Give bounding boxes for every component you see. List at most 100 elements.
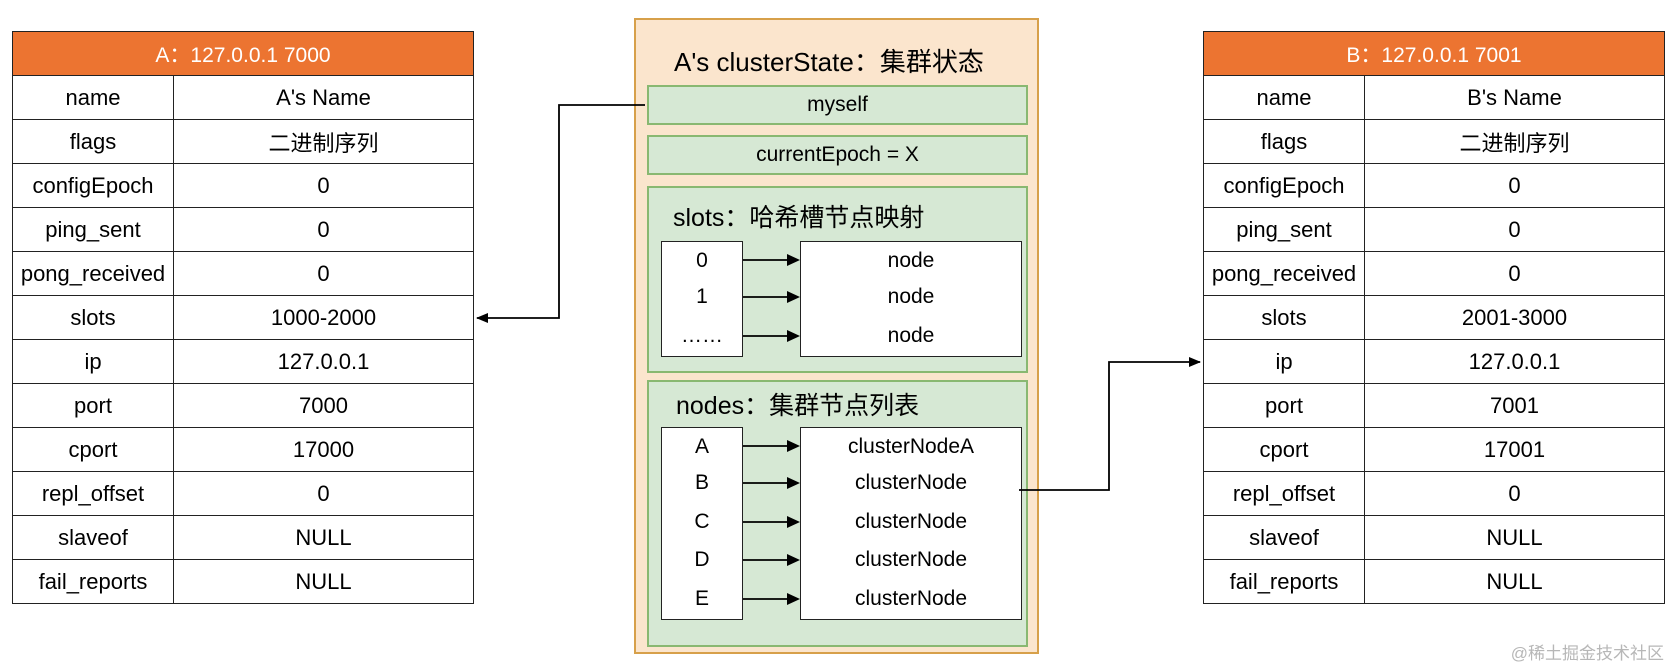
node-a-field-value: 二进制序列 — [173, 119, 474, 164]
node-b-field-name: pong_received — [1203, 251, 1365, 296]
arrow-right-icon — [743, 592, 800, 605]
node-a-field-name: ping_sent — [12, 207, 174, 252]
arrow-right-icon — [743, 440, 800, 452]
node-key: B — [661, 464, 743, 504]
node-a-field-name: fail_reports — [12, 559, 174, 604]
node-key: E — [661, 579, 743, 620]
node-b-field-name: flags — [1203, 119, 1365, 164]
node-value: clusterNodeA — [800, 427, 1022, 467]
node-a-field-name: name — [12, 75, 174, 120]
cluster-state-box: A's clusterState：集群状态 myself currentEpoc… — [634, 18, 1039, 654]
node-a-field-value: 0 — [173, 471, 474, 516]
node-value: clusterNode — [800, 502, 1022, 543]
node-b-field-name: ping_sent — [1203, 207, 1365, 252]
node-a-field-value: 0 — [173, 251, 474, 296]
node-b-field-name: ip — [1203, 339, 1365, 384]
node-b-field-value: NULL — [1364, 559, 1665, 604]
node-b-field-name: configEpoch — [1203, 163, 1365, 208]
arrow-right-icon — [743, 515, 800, 528]
slot-value: node — [800, 316, 1022, 357]
myself-field: myself — [647, 85, 1028, 125]
node-key: A — [661, 427, 743, 467]
slot-value: node — [800, 241, 1022, 281]
node-a-field-name: ip — [12, 339, 174, 384]
arrow-right-icon — [743, 291, 800, 303]
node-a-field-name: cport — [12, 427, 174, 472]
slot-key: 1 — [661, 278, 743, 318]
node-a-field-value: NULL — [173, 559, 474, 604]
node-b-field-value: B's Name — [1364, 75, 1665, 120]
node-value: clusterNode — [800, 464, 1022, 504]
watermark: @稀土掘金技术社区 — [1510, 644, 1664, 663]
cluster-state-title: A's clusterState：集群状态 — [674, 47, 984, 77]
slot-key: 0 — [661, 241, 743, 281]
node-value: clusterNode — [800, 579, 1022, 620]
node-b-field-name: name — [1203, 75, 1365, 120]
node-a-field-value: 7000 — [173, 383, 474, 428]
node-b-field-value: 7001 — [1364, 383, 1665, 428]
node-b-field-value: 0 — [1364, 471, 1665, 516]
node-a-field-name: flags — [12, 119, 174, 164]
node-b-field-value: 0 — [1364, 251, 1665, 296]
node-b-field-value: 127.0.0.1 — [1364, 339, 1665, 384]
arrow-right-icon — [743, 329, 800, 342]
node-b-field-name: slaveof — [1203, 515, 1365, 560]
slots-group: slots：哈希槽节点映射 0 node 1 node …… node — [647, 186, 1028, 373]
node-b-field-name: slots — [1203, 295, 1365, 340]
node-a-field-name: repl_offset — [12, 471, 174, 516]
node-a-field-name: port — [12, 383, 174, 428]
node-key: D — [661, 541, 743, 581]
node-a-header: A：127.0.0.1 7000 — [12, 31, 474, 76]
node-key: C — [661, 502, 743, 543]
node-b-field-value: 2001-3000 — [1364, 295, 1665, 340]
node-b-field-name: repl_offset — [1203, 471, 1365, 516]
node-b-field-name: port — [1203, 383, 1365, 428]
slot-entry: …… node — [661, 316, 1022, 357]
node-a-field-value: 0 — [173, 163, 474, 208]
node-b-header: B：127.0.0.1 7001 — [1203, 31, 1665, 76]
node-a-field-name: slots — [12, 295, 174, 340]
node-a-field-name: configEpoch — [12, 163, 174, 208]
node-b-entry-to-node-b-connector — [1019, 357, 1201, 491]
node-a-field-value: 1000-2000 — [173, 295, 474, 340]
node-a-field-value: NULL — [173, 515, 474, 560]
node-a-field-value: 127.0.0.1 — [173, 339, 474, 384]
slot-value: node — [800, 278, 1022, 318]
node-a-field-name: pong_received — [12, 251, 174, 296]
nodes-title: nodes：集群节点列表 — [676, 392, 920, 420]
slots-title: slots：哈希槽节点映射 — [673, 204, 925, 232]
node-a-field-name: slaveof — [12, 515, 174, 560]
slot-entry: 1 node — [661, 278, 1022, 318]
node-a-field-value: 17000 — [173, 427, 474, 472]
slot-key: …… — [661, 316, 743, 357]
myself-to-node-a-connector — [476, 104, 645, 323]
